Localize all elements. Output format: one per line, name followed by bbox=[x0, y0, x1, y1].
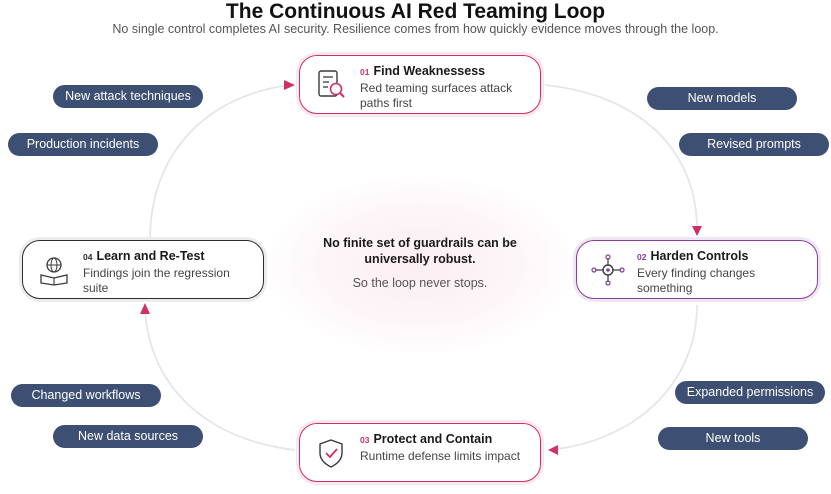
center-glow bbox=[265, 175, 575, 355]
arrowhead-to-step-01 bbox=[284, 80, 295, 90]
pill-new-tools: New tools bbox=[658, 427, 808, 450]
step-04-title: Learn and Re-Test bbox=[96, 249, 205, 263]
shield-check-icon bbox=[314, 436, 348, 470]
step-02-title: Harden Controls bbox=[650, 249, 749, 263]
step-03-title: Protect and Contain bbox=[373, 432, 493, 446]
step-01-title: Find Weaknessess bbox=[373, 64, 486, 78]
book-globe-icon bbox=[37, 253, 71, 287]
step-02-description: Every finding changes something bbox=[637, 266, 756, 295]
step-03-description: Runtime defense limits impact bbox=[360, 449, 521, 463]
step-04-number: 04 bbox=[83, 252, 93, 262]
step-01-number: 01 bbox=[360, 67, 370, 77]
step-01-description: Red teaming surfaces attack paths first bbox=[360, 81, 513, 110]
diagram-title: The Continuous AI Red Teaming Loop bbox=[225, 0, 606, 23]
pill-production-incidents: Production incidents bbox=[8, 133, 158, 156]
pill-expanded-permissions: Expanded permissions bbox=[675, 381, 825, 404]
pill-revised-prompts: Revised prompts bbox=[679, 133, 829, 156]
center-statement: No finite set of guardrails can be unive… bbox=[323, 236, 517, 266]
diagram-subtitle: No single control completes AI security.… bbox=[112, 22, 719, 36]
pill-new-data-sources: New data sources bbox=[53, 425, 203, 448]
arrowhead-to-step-03 bbox=[548, 445, 558, 455]
step-04-description: Findings join the regression suite bbox=[83, 266, 230, 295]
pill-changed-workflows: Changed workflows bbox=[11, 384, 161, 407]
step-02-number: 02 bbox=[637, 252, 647, 262]
center-tagline: So the loop never stops. bbox=[352, 276, 488, 290]
arrowhead-to-step-04 bbox=[140, 303, 150, 314]
pill-new-models: New models bbox=[647, 87, 797, 110]
network-gear-icon bbox=[591, 253, 625, 287]
arrowhead-to-step-02 bbox=[692, 226, 702, 236]
pill-new-attack-techniques: New attack techniques bbox=[53, 85, 203, 108]
magnifier-checklist-icon bbox=[314, 68, 348, 102]
step-03-number: 03 bbox=[360, 435, 370, 445]
